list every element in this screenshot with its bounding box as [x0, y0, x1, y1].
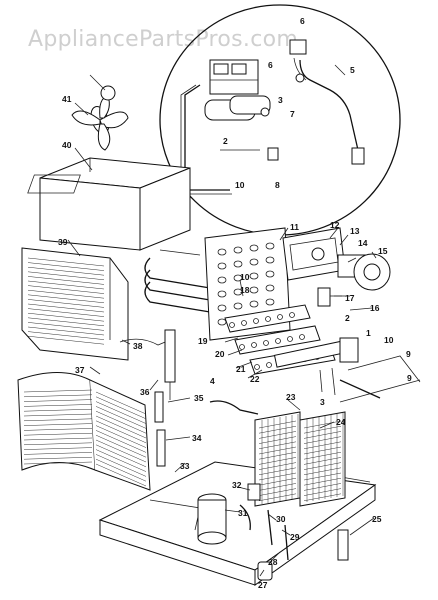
callout-3b: 3: [320, 397, 325, 407]
callout-16: 16: [370, 303, 380, 313]
callout-32: 33: [180, 461, 190, 471]
callout-22: 22: [250, 374, 260, 384]
callout-18: 18: [240, 285, 250, 295]
fan-blade-assembly: [71, 85, 129, 151]
callout-2b: 2: [345, 313, 350, 323]
compressor: [197, 483, 349, 581]
callout-36: 37: [75, 365, 85, 375]
blower-housing: [27, 157, 191, 251]
left-small-parts: [119, 329, 259, 467]
callout-29: 30: [276, 514, 286, 524]
callout-2: 2: [223, 136, 228, 146]
callout-10: 10: [235, 180, 245, 190]
callout-15: 15: [378, 246, 388, 256]
callout-9b: 9: [407, 373, 412, 383]
gas-manifold: [273, 337, 421, 403]
callout-4: 4: [210, 376, 215, 386]
callout-labels: 6 6 5 3 7 2 10 8 41 40 39 11 12 13 14 15…: [58, 16, 412, 590]
callout-1: 1: [366, 328, 371, 338]
callout-28: 29: [290, 532, 300, 542]
callout-10c: 10: [384, 335, 394, 345]
callout-26: 27: [258, 580, 268, 590]
callout-33: 34: [192, 433, 202, 443]
callout-20: 20: [215, 349, 225, 359]
callout-27: 28: [268, 557, 278, 567]
callout-8: 8: [275, 180, 280, 190]
callout-25: 25: [372, 514, 382, 524]
callout-23: 23: [286, 392, 296, 402]
callout-21: 21: [236, 364, 246, 374]
outdoor-condenser-coil: [21, 247, 129, 361]
callout-24: 24: [336, 417, 346, 427]
callout-11: 11: [290, 222, 299, 232]
callout-7: 7: [290, 109, 295, 119]
inducer-assembly: [282, 227, 391, 307]
callout-14: 14: [358, 238, 368, 248]
callout-40: 41: [62, 94, 72, 104]
leader-lines: [67, 74, 377, 577]
callout-35: 36: [140, 387, 150, 397]
callout-19: 19: [198, 336, 208, 346]
callout-5: 5: [350, 65, 355, 75]
callout-38: 39: [58, 237, 68, 247]
callout-13: 13: [350, 226, 360, 236]
callout-10b: 10: [240, 272, 250, 282]
callout-3: 3: [278, 95, 283, 105]
callout-37: 38: [133, 341, 143, 351]
callout-39: 40: [62, 140, 72, 150]
callout-6b: 6: [268, 60, 273, 70]
callout-6: 6: [300, 16, 305, 26]
callout-17: 17: [345, 293, 355, 303]
callout-12: 12: [330, 220, 340, 230]
filter-panels: [254, 411, 346, 507]
left-wrap-coil: [17, 372, 151, 491]
callout-9: 9: [406, 349, 411, 359]
gas-valve-detail-inset: [159, 4, 401, 236]
callout-30: 31: [238, 508, 248, 518]
callout-31: 32: [232, 480, 242, 490]
callout-34: 35: [194, 393, 204, 403]
watermark-text: AppliancePartsPros.com: [28, 27, 298, 52]
